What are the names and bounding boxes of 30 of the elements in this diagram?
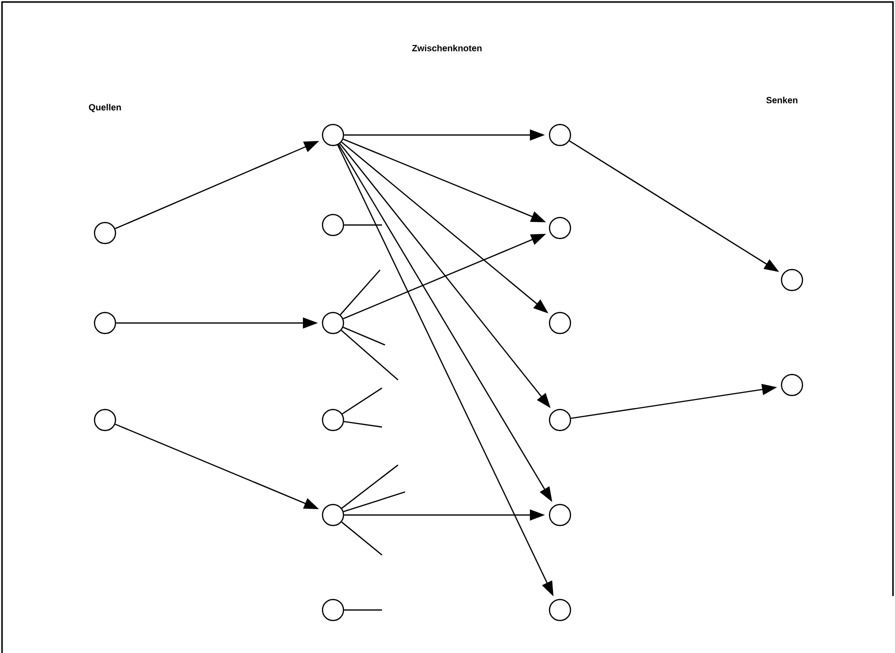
node-circle	[548, 312, 572, 334]
node-circle	[322, 214, 344, 236]
line-stub	[341, 522, 382, 556]
line-stub	[343, 491, 406, 512]
node-circle	[322, 598, 344, 622]
column-heading: Quellen	[88, 104, 121, 112]
line-stub	[343, 326, 386, 346]
node-circle	[322, 408, 344, 432]
line-stub	[342, 387, 382, 414]
line-stub	[344, 224, 382, 226]
node-circle	[780, 268, 804, 292]
line-stub	[344, 420, 382, 428]
line-stub	[340, 330, 398, 380]
node-circle	[548, 504, 572, 526]
node-circle	[94, 408, 116, 432]
node-circle	[548, 598, 572, 622]
line-stub	[340, 270, 380, 316]
node-circle	[548, 408, 572, 432]
node-circle	[322, 312, 344, 334]
line-stub	[344, 609, 382, 611]
node-circle	[322, 504, 344, 526]
column-heading: Senken	[766, 96, 798, 104]
node-circle	[548, 216, 572, 240]
line-stub	[341, 464, 398, 509]
node-circle	[548, 124, 572, 146]
node-circle	[94, 222, 116, 244]
node-circle	[94, 312, 116, 334]
node-circle	[322, 124, 344, 146]
node-circle	[780, 374, 804, 396]
column-heading: Zwischenknoten	[412, 44, 482, 52]
